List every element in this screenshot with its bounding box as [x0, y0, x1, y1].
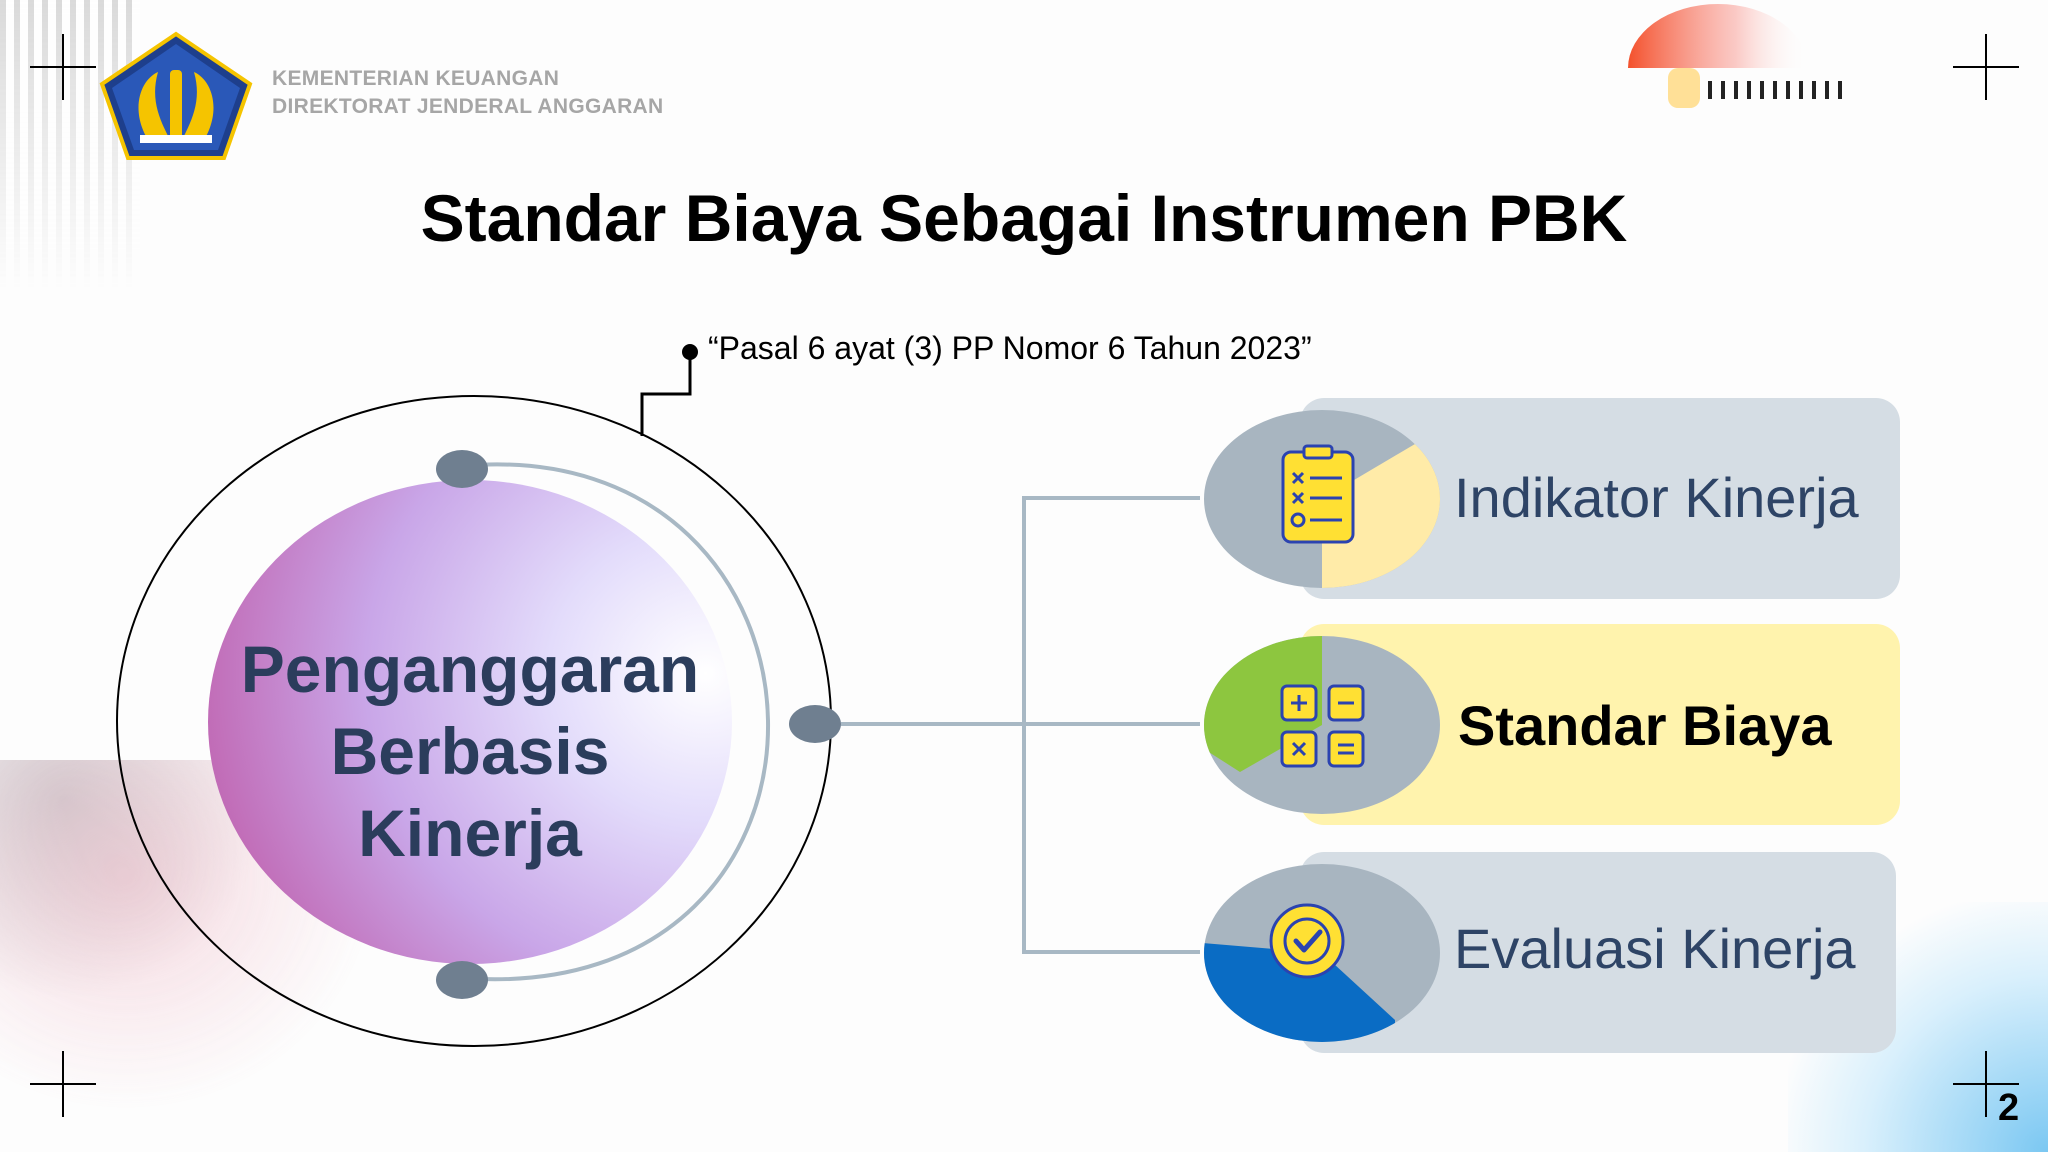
orbit-node-top	[436, 450, 488, 488]
item-panel-standar	[1300, 624, 1900, 825]
orbit-node-right	[789, 705, 841, 743]
orbit-node-bottom	[436, 961, 488, 999]
item-label-standar-biaya: Standar Biaya	[1458, 694, 1832, 757]
item-indikator-kinerja	[1204, 398, 1900, 599]
main-concept-label: Penganggaran Berbasis Kinerja	[210, 628, 730, 874]
item-panel-evaluasi	[1300, 852, 1896, 1053]
main-label-line2: Berbasis	[330, 714, 610, 788]
calculator-icon	[1280, 684, 1365, 768]
connector-lines	[841, 496, 1200, 954]
main-label-line3: Kinerja	[358, 796, 582, 870]
check-badge-icon	[1269, 903, 1345, 979]
inner-orbit-arc	[461, 462, 770, 982]
regulation-citation: “Pasal 6 ayat (3) PP Nomor 6 Tahun 2023”	[708, 330, 1312, 366]
page-number: 2	[1998, 1087, 2020, 1129]
corner-crosshair-top-right	[1953, 34, 2019, 100]
corner-crosshair-bottom-right	[1953, 1051, 2019, 1117]
org-name-line2: DIREKTORAT JENDERAL ANGGARAN	[272, 95, 664, 118]
checklist-icon	[1281, 444, 1355, 544]
item-label-indikator-kinerja: Indikator Kinerja	[1454, 466, 1859, 529]
org-name-line1: KEMENTERIAN KEUANGAN	[272, 67, 560, 90]
slide-title: Standar Biaya Sebagai Instrumen PBK	[420, 181, 1628, 255]
kemenkeu-logo-icon	[99, 31, 253, 160]
main-label-line1: Penganggaran	[240, 632, 700, 706]
corner-crosshair-top-left	[30, 34, 96, 100]
item-label-evaluasi-kinerja: Evaluasi Kinerja	[1454, 917, 1856, 980]
corner-crosshair-bottom-left	[30, 1051, 96, 1117]
decorative-stripes	[0, 0, 140, 290]
decorative-arc	[1628, 4, 1842, 108]
item-panel-indikator	[1300, 398, 1900, 599]
item-evaluasi-kinerja	[1204, 852, 1896, 1053]
citation-leader-line	[640, 344, 698, 436]
main-concept-circle	[208, 480, 732, 964]
